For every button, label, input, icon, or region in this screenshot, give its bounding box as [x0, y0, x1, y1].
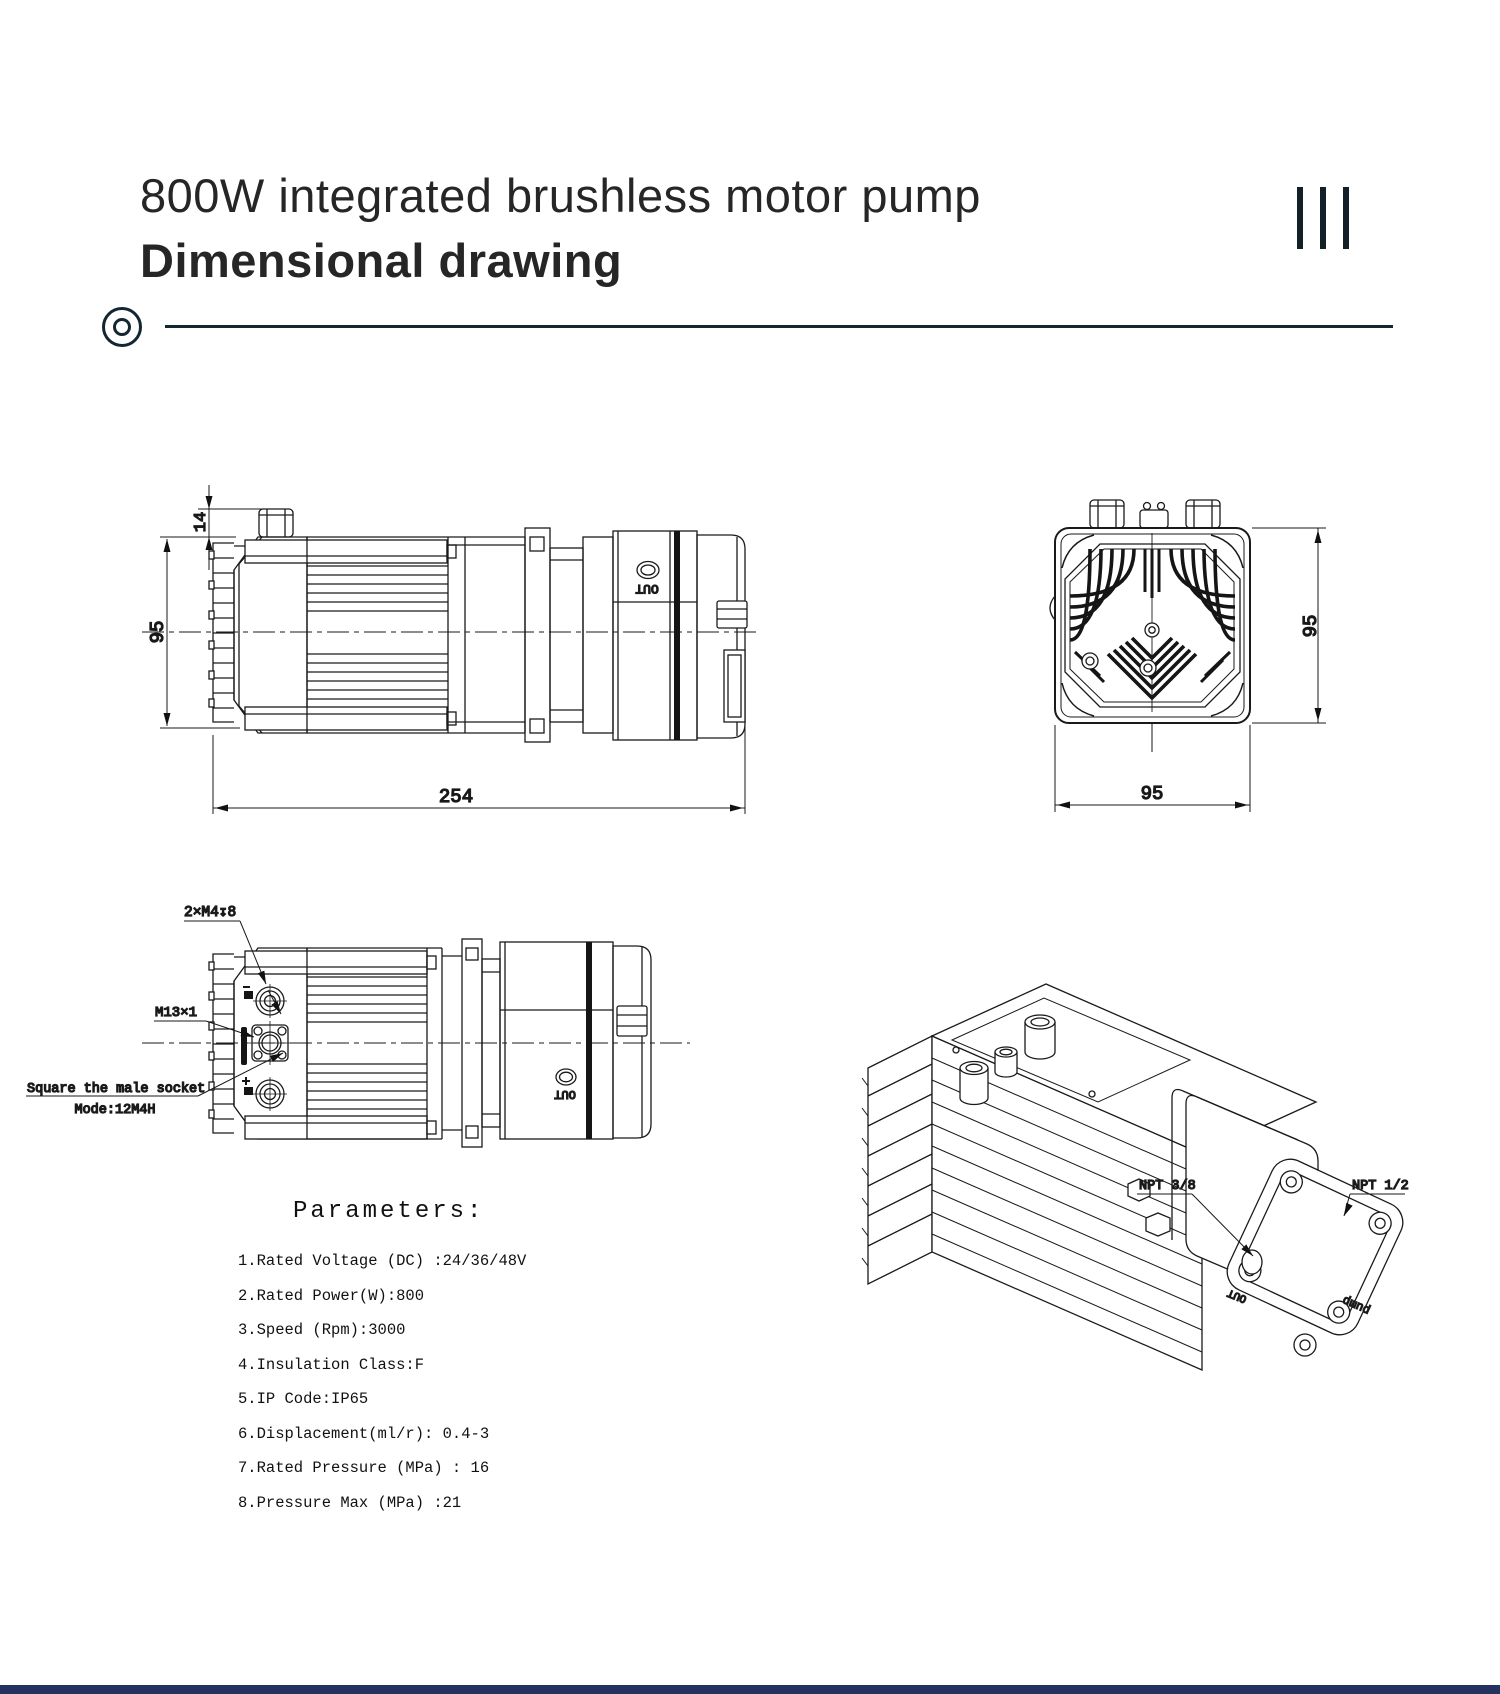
annotation-thread: M13×1 — [155, 1005, 197, 1021]
side-view-drawing: 95 14 254 OUT — [142, 485, 756, 814]
parameter-item: 5.IP Code:IP65 — [238, 1390, 369, 1408]
parameters-list: 1.Rated Voltage (DC) :24/36/48V 2.Rated … — [238, 1244, 526, 1520]
parameter-item: 3.Speed (Rpm):3000 — [238, 1321, 406, 1339]
divider-rule — [165, 325, 1393, 328]
gear-pump — [1226, 1158, 1404, 1336]
out-port-label: OUT — [635, 581, 659, 596]
power-connectors — [241, 984, 292, 1111]
battery-plus-icon — [244, 1087, 253, 1095]
battery-minus-icon — [244, 991, 253, 999]
dim-254-length — [212, 695, 746, 814]
three-bars-icon — [1297, 187, 1357, 249]
iso-leaders — [1137, 1193, 1405, 1257]
iso-connectors — [959, 1014, 1056, 1106]
footer-accent-bar — [0, 1685, 1500, 1694]
dim-label-254: 254 — [439, 786, 473, 808]
parameter-item: 6.Displacement(ml/r): 0.4-3 — [238, 1424, 490, 1443]
annotation-socket-line1: Square the male socket — [27, 1082, 205, 1097]
out-port-label: OUT — [554, 1087, 576, 1101]
npt-12-label: NPT 1/2 — [1352, 1179, 1409, 1194]
npt-38-label: NPT 3/8 — [1139, 1179, 1196, 1194]
dim-label-14: 14 — [192, 512, 211, 532]
dim-95-left — [160, 536, 240, 729]
annotation-socket-line2: Mode:12M4H — [74, 1103, 155, 1118]
parameter-item: 4.Insulation Class:F — [238, 1355, 425, 1374]
parameter-item: 1.Rated Voltage (DC) :24/36/48V — [238, 1252, 527, 1270]
parameter-item: 8.Pressure Max (MPa) :21 — [238, 1493, 462, 1512]
dim-label-95-bottom: 95 — [1141, 783, 1164, 805]
page-subtitle: Dimensional drawing — [140, 234, 623, 287]
connector-view-drawing: 2×M4↧8 M13×1 Square the male socket Mode… — [26, 904, 690, 1148]
top-connectors — [1089, 499, 1221, 529]
isometric-view-drawing: NPT 3/8 NPT 1/2 OUT pump — [861, 983, 1409, 1371]
dim-14-stub — [198, 485, 262, 570]
page-title: 800W integrated brushless motor pump — [140, 169, 981, 222]
parameters-title: Parameters: — [293, 1198, 485, 1225]
target-circle-icon — [102, 307, 142, 347]
annotations — [26, 920, 284, 1097]
dim-label-95: 95 — [147, 621, 169, 644]
parameter-item: 2.Rated Power(W):800 — [238, 1286, 425, 1305]
front-view-drawing: 95 95 — [1049, 499, 1326, 812]
dim-label-95-right: 95 — [1300, 615, 1322, 638]
parameter-item: 7.Rated Pressure (MPa) : 16 — [238, 1459, 490, 1477]
dim-95-bottom — [1054, 723, 1251, 812]
dim-95-right — [1252, 527, 1326, 724]
annotation-tapped-holes: 2×M4↧8 — [184, 905, 236, 921]
